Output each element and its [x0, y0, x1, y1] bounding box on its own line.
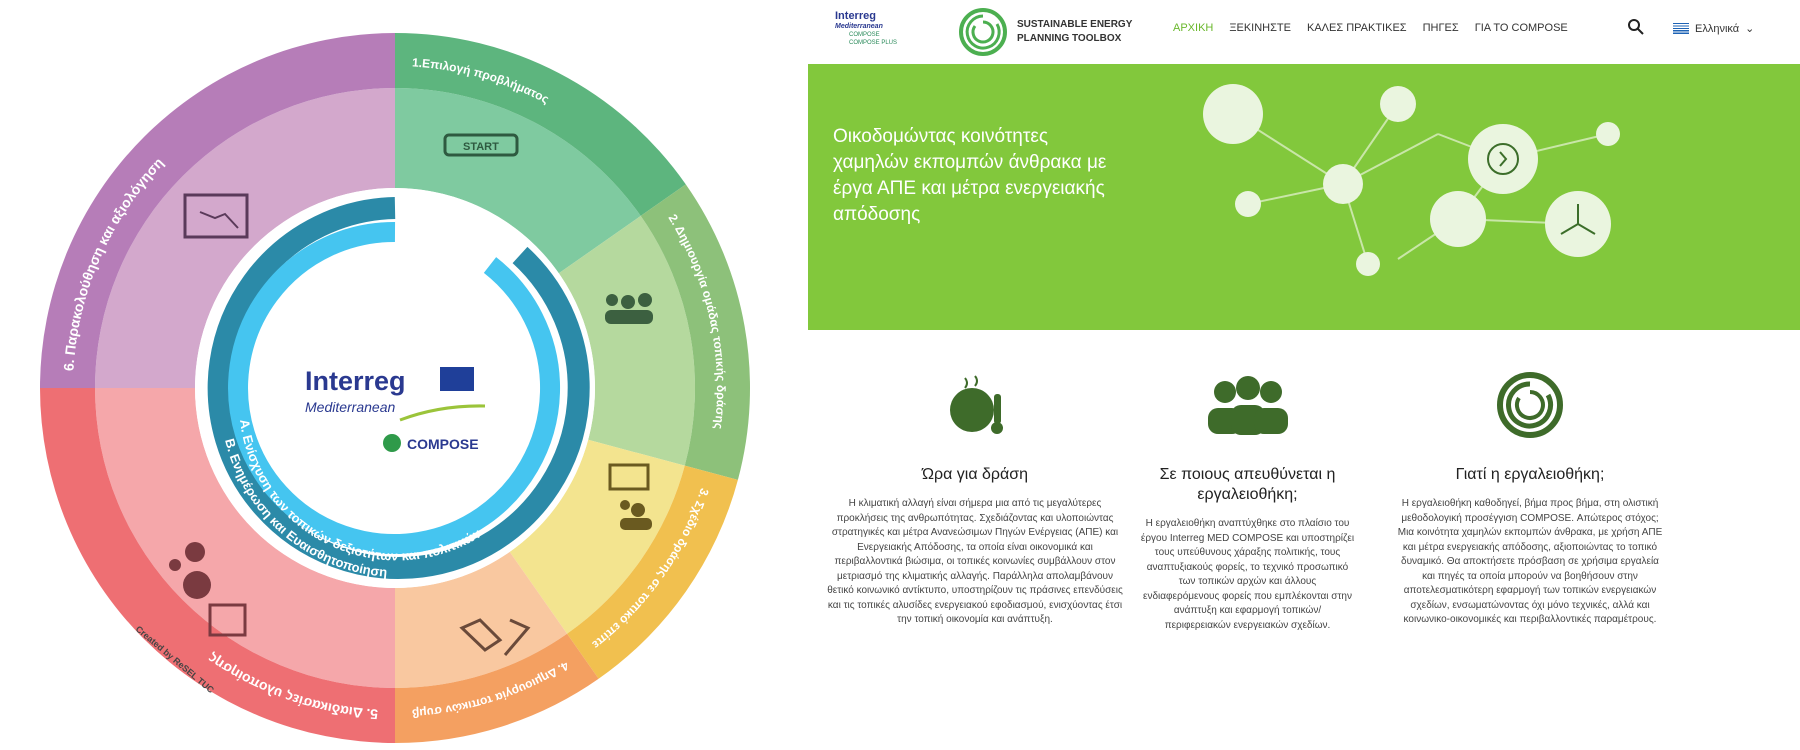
- toolbox-website: Interreg Mediterranean COMPOSE COMPOSE P…: [805, 0, 1800, 750]
- site-header: Interreg Mediterranean COMPOSE COMPOSE P…: [805, 0, 1800, 62]
- ring-a-arc: [228, 221, 561, 554]
- feature-title: Ώρα για δράση: [921, 466, 1029, 483]
- handshake-icon: [459, 618, 531, 656]
- renewable-cycle-icon: [1468, 124, 1538, 194]
- presentation-team-icon: [608, 463, 652, 530]
- solar-panel-icon: [1203, 84, 1263, 144]
- step-5-inner-segment: [95, 388, 395, 688]
- toolbox-logo[interactable]: SUSTAINABLE ENERGY PLANNING TOOLBOX: [957, 6, 1137, 58]
- step-6-outer-segment: [40, 33, 395, 388]
- main-nav: ΑΡΧΙΚΗ ΞΕΚΙΝΗΣΤΕ ΚΑΛΕΣ ΠΡΑΚΤΙΚΕΣ ΠΗΓΕΣ Γ…: [1173, 22, 1568, 34]
- bulb-icon: [1323, 164, 1363, 204]
- step-4-outer-segment: [395, 633, 599, 743]
- header-mediterranean-logo: Mediterranean: [835, 23, 883, 30]
- nav-home[interactable]: ΑΡΧΙΚΗ: [1173, 22, 1214, 34]
- feature-title: Σε ποιους απευθύνεται η εργαλειοθήκη;: [1159, 466, 1336, 503]
- chevron-down-icon: ⌄: [1745, 23, 1755, 35]
- start-label: START: [463, 141, 499, 153]
- compose-logo: COMPOSE: [407, 436, 479, 452]
- feature-text: Η εργαλειοθήκη αναπτύχθηκε στο πλαίσιο τ…: [1140, 518, 1355, 631]
- lightning-icon: [1356, 252, 1380, 276]
- earth-thermometer-icon: [950, 375, 1003, 434]
- toolbox-ring-icon: [959, 8, 1007, 56]
- feature-text: Η κλιματική αλλαγή είναι σήμερα μια από …: [827, 498, 1123, 625]
- compose-methodology-diagram: Α. Ενίσχυση των τοπικών δεξιοτήτων και π…: [0, 0, 750, 743]
- step-2-inner-segment: [558, 215, 695, 466]
- leaf-icon: [1596, 122, 1620, 146]
- interreg-compose-logo[interactable]: Interreg Mediterranean COMPOSE COMPOSE P…: [835, 10, 897, 47]
- energy-network-illustration: [1203, 84, 1620, 276]
- mediterranean-logo: Mediterranean: [305, 399, 395, 415]
- step-3-outer-segment: [567, 465, 738, 679]
- team-icon: [605, 293, 653, 324]
- feature-text: Η εργαλειοθήκη καθοδηγεί, βήμα προς βήμα…: [1397, 498, 1663, 625]
- feature-why-toolbox: Γιατί η εργαλειοθήκη; Η εργαλειοθήκη καθ…: [1395, 370, 1665, 628]
- interreg-logo: Interreg: [305, 366, 406, 396]
- header-interreg-logo: Interreg: [835, 10, 876, 22]
- search-icon[interactable]: [1627, 18, 1645, 36]
- language-selector[interactable]: Ελληνικά ⌄: [1673, 22, 1754, 35]
- step-2-outer-segment: [640, 184, 750, 480]
- feature-time-for-action: Ώρα για δράση Η κλιματική αλλαγή είναι σ…: [825, 370, 1125, 628]
- people-group-icon: [1207, 376, 1288, 435]
- toolbox-ring-icon: [1497, 372, 1563, 438]
- nav-sources[interactable]: ΠΗΓΕΣ: [1422, 22, 1459, 34]
- nav-about-compose[interactable]: ΓΙΑ ΤΟ COMPOSE: [1474, 22, 1568, 34]
- hero-title: Οικοδομώντας κοινότητες χαμηλών εκπομπών…: [833, 126, 1107, 225]
- ring-b-arc: [207, 197, 590, 579]
- header-compose-logo: COMPOSE: [849, 32, 880, 38]
- language-label: Ελληνικά: [1695, 22, 1740, 35]
- feature-title: Γιατί η εργαλειοθήκη;: [1455, 466, 1605, 483]
- nav-good-practices[interactable]: ΚΑΛΕΣ ΠΡΑΚΤΙΚΕΣ: [1306, 22, 1407, 34]
- feature-audience: Σε ποιους απευθύνεται η εργαλειοθήκη; Η …: [1140, 370, 1355, 633]
- step-5-outer-segment: [40, 388, 395, 743]
- gears-tool-icon: [169, 542, 247, 637]
- toolbox-title: SUSTAINABLE ENERGY PLANNING TOOLBOX: [1017, 19, 1133, 44]
- factory-icon: [1430, 191, 1486, 247]
- start-button-icon: [443, 133, 519, 157]
- compose-logo-icon: [383, 434, 401, 452]
- eu-flag-icon: [440, 367, 474, 391]
- idea-icon: [1380, 86, 1416, 122]
- hero-banner: Οικοδομώντας κοινότητες χαμηλών εκπομπών…: [808, 64, 1800, 330]
- step-1-outer-segment: [395, 33, 686, 216]
- header-compose-plus-logo: COMPOSE PLUS: [849, 40, 898, 46]
- greek-flag-icon: [1673, 23, 1689, 34]
- monitoring-chart-icon: [183, 193, 249, 239]
- money-bag-icon: [1235, 191, 1261, 217]
- nav-start[interactable]: ΞΕΚΙΝΗΣΤΕ: [1229, 22, 1291, 34]
